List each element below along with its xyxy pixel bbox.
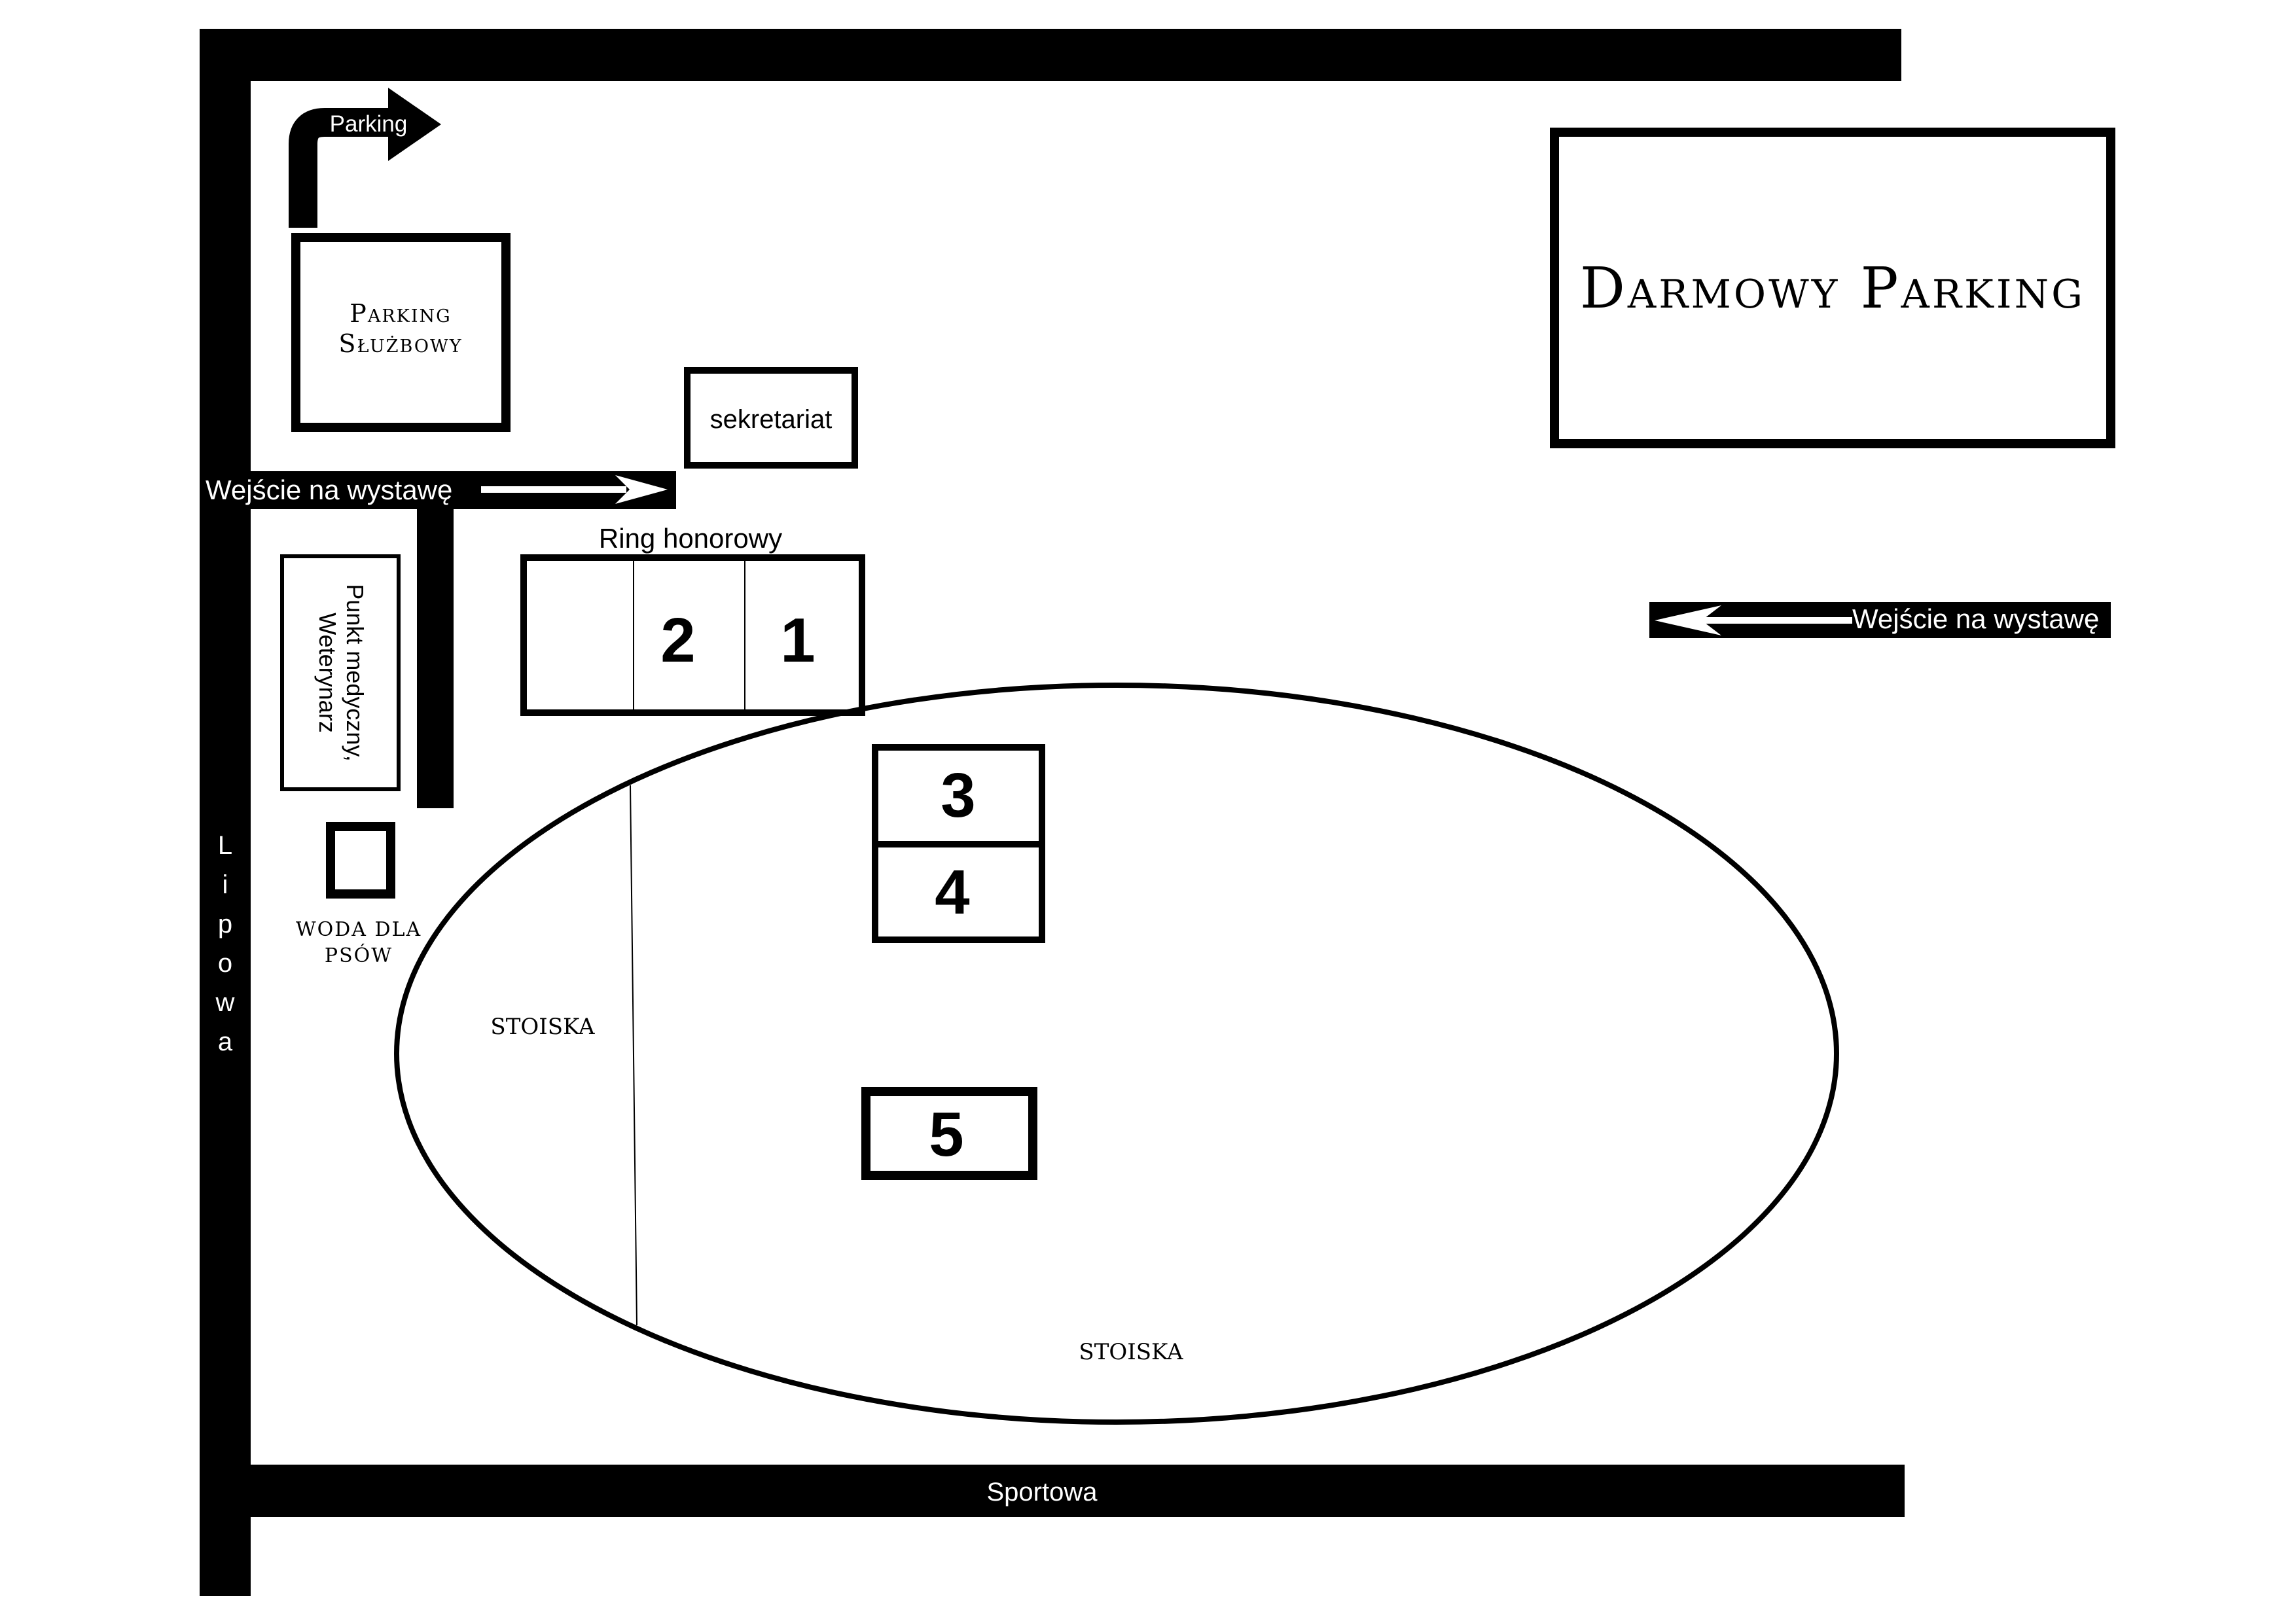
dog-water-label-line1: WODA DLA — [296, 918, 422, 941]
road-lipowa — [200, 29, 251, 1596]
ring-3-number: 3 — [941, 760, 975, 830]
honor-ring-box — [520, 554, 865, 716]
entrance-left-arrow-head — [615, 475, 668, 504]
parking-arrow-label: Parking — [330, 111, 408, 137]
vet-point-label-line1: Punkt medyczny, — [342, 584, 368, 761]
ring-5-box — [861, 1087, 1037, 1180]
dog-water-box — [326, 822, 395, 899]
stalls-bottom-label: STOISKA — [1079, 1339, 1183, 1365]
entrance-right-label: Wejście na wystawę — [1852, 603, 2099, 634]
dog-water-label-line2: PSÓW — [325, 944, 393, 967]
road-sportowa — [251, 1465, 1905, 1517]
road-top — [200, 29, 1901, 81]
entrance-right-arrow-head — [1655, 605, 1721, 635]
vet-point-label-line2: Weterynarz — [314, 613, 341, 732]
vet-point-box — [280, 554, 401, 791]
main-arena-oval — [394, 683, 1839, 1425]
ring-4-number: 4 — [935, 857, 969, 927]
secretariat-label: sekretariat — [710, 405, 833, 434]
staff-parking-area — [291, 233, 511, 432]
entrance-left-label: Wejście na wystawę — [206, 474, 452, 505]
vet-point-label: Punkt medyczny, Weterynarz — [314, 584, 368, 761]
entrance-left-arrow-shaft — [481, 486, 626, 493]
staff-parking-label-line1: Parking — [350, 299, 451, 328]
stalls-left-label: STOISKA — [490, 1014, 595, 1040]
arena-stalls-divider — [630, 785, 637, 1326]
ring-4-box — [872, 841, 1045, 943]
street-name-sportowa: Sportowa — [987, 1478, 1098, 1507]
entrance-right-arrow-shaft — [1700, 617, 1852, 624]
ring-2-number: 2 — [660, 605, 695, 675]
secretariat-box — [684, 367, 858, 469]
free-parking-label: Darmowy Parking — [1580, 256, 2085, 321]
parking-turn-arrow — [289, 108, 389, 228]
road-entrance-vertical — [417, 471, 454, 808]
staff-parking-label-line2: Służbowy — [338, 329, 462, 358]
ring-1-number: 1 — [780, 605, 815, 675]
free-parking-area — [1550, 128, 2115, 448]
parking-arrow-head — [388, 88, 441, 161]
ring-5-number: 5 — [929, 1099, 963, 1169]
honor-ring-label: Ring honorowy — [599, 523, 782, 554]
